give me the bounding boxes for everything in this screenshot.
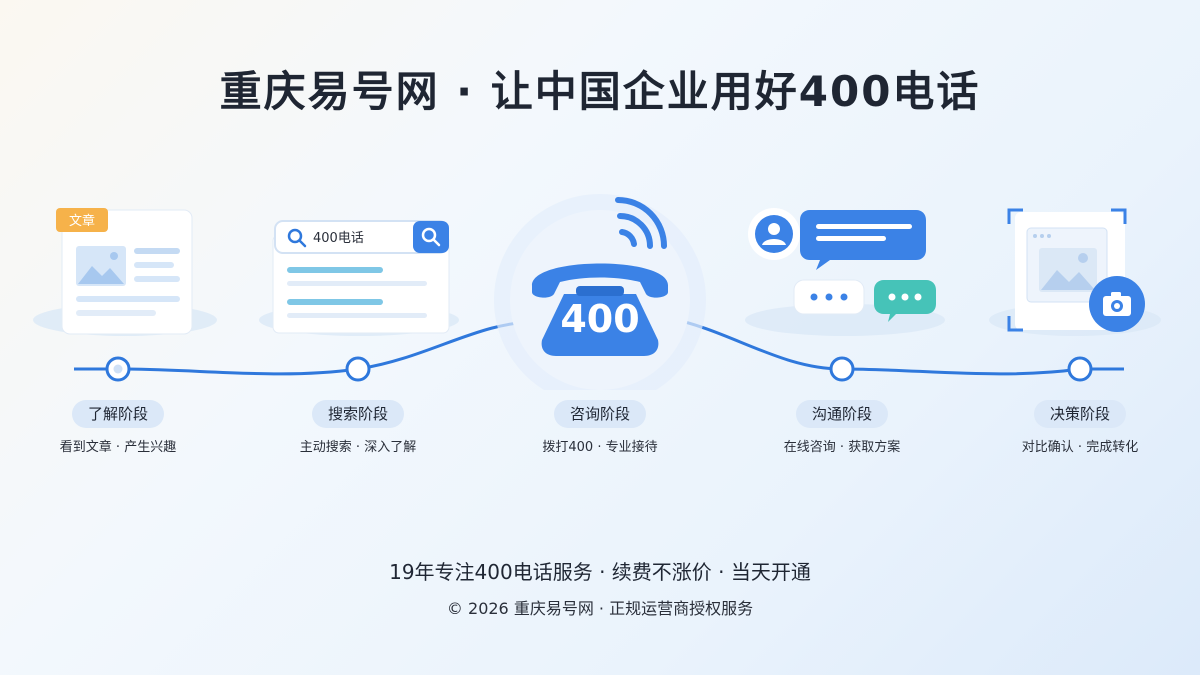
stage-desc-5: 对比确认 · 完成转化 <box>1021 440 1139 455</box>
footer-tagline: 19年专注400电话服务 · 续费不涨价 · 当天开通 <box>389 560 811 584</box>
camera-icon <box>1089 276 1145 332</box>
stage-desc-4: 在线咨询 · 获取方案 <box>783 440 901 455</box>
journey-node-5 <box>1067 356 1093 382</box>
stage-label-1: 了解阶段 <box>71 400 165 428</box>
journey-node-4 <box>829 356 855 382</box>
search-results-icon: 400电话 <box>259 220 459 336</box>
stage-desc-2: 主动搜索 · 深入了解 <box>299 440 417 455</box>
image-capture-icon <box>989 208 1161 336</box>
stage-desc-3: 拨打400 · 专业接待 <box>542 440 658 455</box>
stage-desc-1: 看到文章 · 产生兴趣 <box>59 440 177 455</box>
page-title: 重庆易号网 · 让中国企业用好400电话 <box>219 67 981 116</box>
footer-copyright: © 2026 重庆易号网 · 正规运营商授权服务 <box>446 599 754 618</box>
stage-label-5: 决策阶段 <box>1033 400 1127 428</box>
article-badge: 文章 <box>56 208 108 232</box>
search-query-text: 400电话 <box>313 231 364 246</box>
journey-node-2 <box>345 356 371 382</box>
stage-label-2: 搜索阶段 <box>311 400 405 428</box>
phone-number-label: 400 <box>560 297 639 341</box>
chat-bubbles-icon <box>745 208 945 336</box>
stage-label-3: 咨询阶段 <box>553 400 647 428</box>
article-icon: 文章 <box>33 208 217 336</box>
avatar-icon <box>748 208 800 260</box>
telephone-icon: 400 <box>494 194 706 390</box>
signal-icon <box>615 197 667 249</box>
stage-label-4: 沟通阶段 <box>795 400 889 428</box>
article-badge-label: 文章 <box>69 213 95 229</box>
journey-node-1 <box>105 356 131 382</box>
